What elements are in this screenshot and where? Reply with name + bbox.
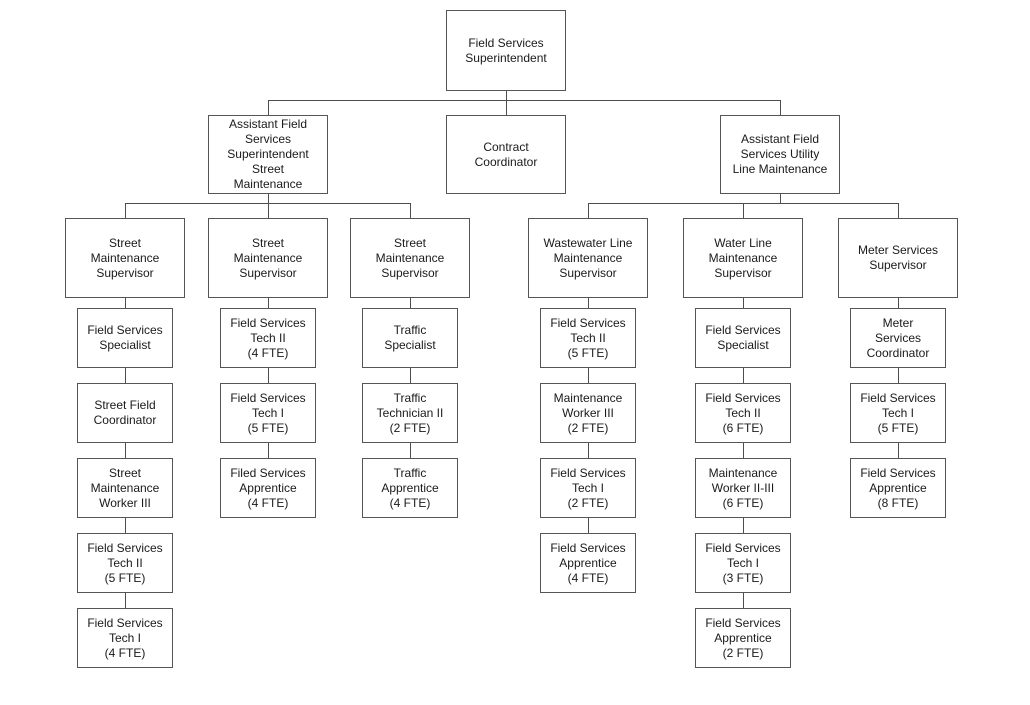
node-col5-field-services-specialist: Field Services Specialist	[695, 308, 791, 368]
node-label: Filed Services Apprentice (4 FTE)	[230, 465, 306, 510]
node-col1-field-services-tech-i: Field Services Tech I (4 FTE)	[77, 608, 173, 668]
node-col2-field-services-tech-ii: Field Services Tech II (4 FTE)	[220, 308, 316, 368]
node-label: Field Services Tech I (5 FTE)	[860, 390, 936, 435]
node-label: Field Services Apprentice (2 FTE)	[705, 615, 781, 660]
node-col1-street-field-coordinator: Street Field Coordinator	[77, 383, 173, 443]
node-label: Water Line Maintenance Supervisor	[708, 235, 778, 280]
node-label: Traffic Apprentice (4 FTE)	[381, 465, 439, 510]
node-meter-services-supervisor: Meter Services Supervisor	[838, 218, 958, 298]
node-street-maintenance-supervisor-3: Street Maintenance Supervisor	[350, 218, 470, 298]
node-label: Field Services Apprentice (8 FTE)	[860, 465, 936, 510]
node-col6-meter-services-coordinator: Meter Services Coordinator	[850, 308, 946, 368]
node-col3-traffic-apprentice: Traffic Apprentice (4 FTE)	[362, 458, 458, 518]
node-col3-traffic-technician-ii: Traffic Technician II (2 FTE)	[362, 383, 458, 443]
node-label: Traffic Specialist	[384, 323, 436, 352]
node-col1-field-services-tech-ii: Field Services Tech II (5 FTE)	[77, 533, 173, 593]
node-label: Maintenance Worker III (2 FTE)	[553, 390, 623, 435]
node-col4-field-services-tech-ii: Field Services Tech II (5 FTE)	[540, 308, 636, 368]
node-street-maintenance-supervisor-1: Street Maintenance Supervisor	[65, 218, 185, 298]
node-label: Street Field Coordinator	[93, 398, 157, 427]
node-label: Meter Services Supervisor	[857, 243, 939, 272]
node-label: Field Services Tech II (5 FTE)	[550, 315, 626, 360]
node-col4-field-services-tech-i: Field Services Tech I (2 FTE)	[540, 458, 636, 518]
node-col1-field-services-specialist: Field Services Specialist	[77, 308, 173, 368]
node-label: Field Services Tech I (5 FTE)	[230, 390, 306, 435]
node-col5-field-services-tech-i: Field Services Tech I (3 FTE)	[695, 533, 791, 593]
node-label: Field Services Tech II (6 FTE)	[705, 390, 781, 435]
node-col5-maintenance-worker-ii-iii: Maintenance Worker II-III (6 FTE)	[695, 458, 791, 518]
node-label: Field Services Tech II (4 FTE)	[230, 315, 306, 360]
node-label: Street Maintenance Supervisor	[233, 235, 303, 280]
node-label: Field Services Tech II (5 FTE)	[87, 540, 163, 585]
node-label: Meter Services Coordinator	[866, 315, 930, 360]
node-label: Contract Coordinator	[474, 139, 538, 169]
node-label: Assistant Field Services Utility Line Ma…	[732, 132, 828, 176]
node-water-line-maintenance-supervisor: Water Line Maintenance Supervisor	[683, 218, 803, 298]
node-contract-coordinator: Contract Coordinator	[446, 115, 566, 194]
node-label: Traffic Technician II (2 FTE)	[376, 390, 444, 435]
node-col1-street-maintenance-worker-iii: Street Maintenance Worker III	[77, 458, 173, 518]
node-col2-field-services-tech-i: Field Services Tech I (5 FTE)	[220, 383, 316, 443]
node-label: Field Services Tech I (3 FTE)	[705, 540, 781, 585]
node-street-maintenance-supervisor-2: Street Maintenance Supervisor	[208, 218, 328, 298]
node-label: Street Maintenance Supervisor	[375, 235, 445, 280]
node-label: Street Maintenance Supervisor	[90, 235, 160, 280]
node-wastewater-line-maintenance-supervisor: Wastewater Line Maintenance Supervisor	[528, 218, 648, 298]
node-label: Maintenance Worker II-III (6 FTE)	[708, 465, 778, 510]
node-col3-traffic-specialist: Traffic Specialist	[362, 308, 458, 368]
node-field-services-superintendent: Field Services Superintendent	[446, 10, 566, 91]
node-col6-field-services-tech-i: Field Services Tech I (5 FTE)	[850, 383, 946, 443]
node-label: Field Services Tech I (4 FTE)	[87, 615, 163, 660]
node-col4-field-services-apprentice: Field Services Apprentice (4 FTE)	[540, 533, 636, 593]
node-col4-maintenance-worker-iii: Maintenance Worker III (2 FTE)	[540, 383, 636, 443]
node-label: Wastewater Line Maintenance Supervisor	[543, 235, 633, 280]
node-label: Street Maintenance Worker III	[90, 465, 160, 510]
node-col6-field-services-apprentice: Field Services Apprentice (8 FTE)	[850, 458, 946, 518]
node-assistant-superintendent-street-maintenance: Assistant Field Services Superintendent …	[208, 115, 328, 194]
node-label: Assistant Field Services Superintendent …	[227, 117, 309, 191]
node-col5-field-services-apprentice: Field Services Apprentice (2 FTE)	[695, 608, 791, 668]
node-label: Field Services Specialist	[87, 323, 163, 352]
node-col5-field-services-tech-ii: Field Services Tech II (6 FTE)	[695, 383, 791, 443]
node-label: Field Services Apprentice (4 FTE)	[550, 540, 626, 585]
node-label: Field Services Superintendent	[465, 35, 547, 65]
node-assistant-utility-line-maintenance: Assistant Field Services Utility Line Ma…	[720, 115, 840, 194]
node-label: Field Services Specialist	[705, 323, 781, 352]
node-label: Field Services Tech I (2 FTE)	[550, 465, 626, 510]
node-col2-filed-services-apprentice: Filed Services Apprentice (4 FTE)	[220, 458, 316, 518]
